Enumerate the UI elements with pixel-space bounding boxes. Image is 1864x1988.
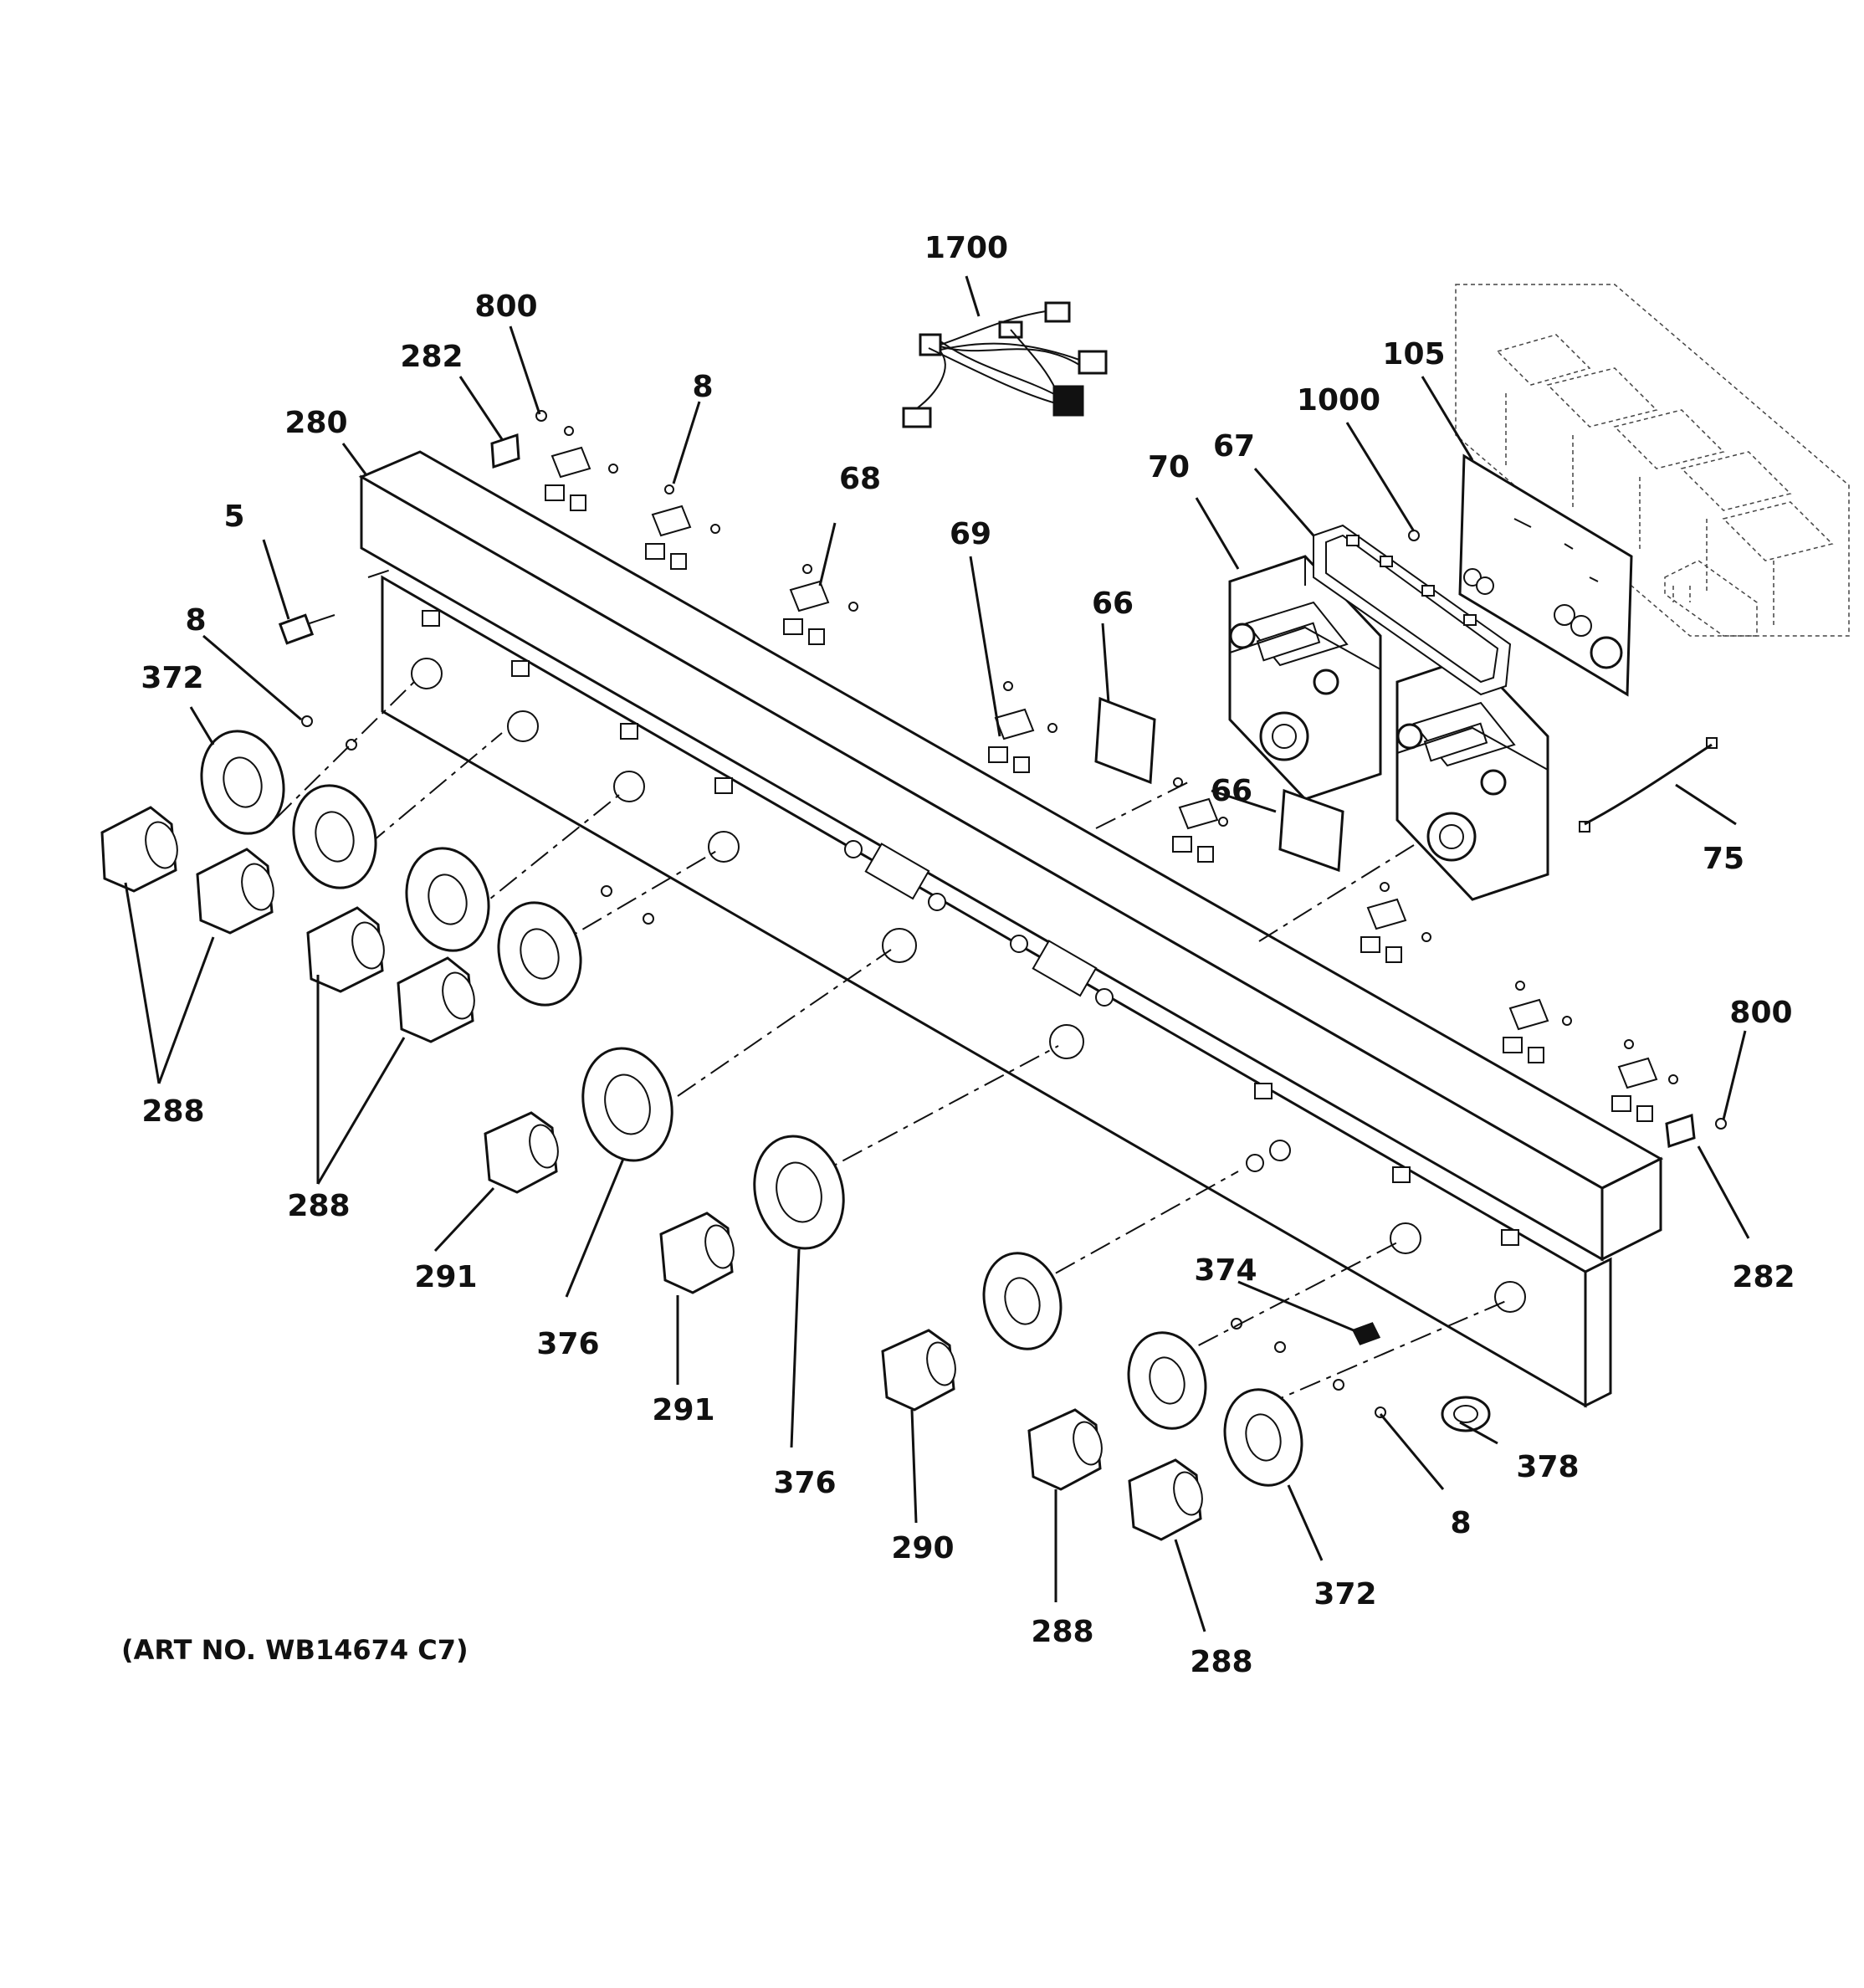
callout-70: 70	[1148, 450, 1190, 484]
plug-378	[1441, 1396, 1491, 1432]
callout-75: 75	[1703, 842, 1744, 876]
bracket-282-right	[1665, 1113, 1696, 1149]
screw-800-right	[1715, 1118, 1727, 1130]
callout-288-b: 288	[287, 1189, 350, 1223]
callout-372-left: 372	[141, 661, 203, 695]
callout-372-right: 372	[1314, 1577, 1376, 1611]
callout-288-a: 288	[141, 1094, 204, 1129]
control-knobs	[100, 806, 1203, 1541]
assembly-lines	[275, 568, 1507, 1406]
panel-markings	[411, 610, 1526, 1313]
callout-66-a: 66	[1092, 587, 1134, 621]
callout-labels: 1700 800 282 8 280 68 105 1000 67 70 5 6…	[121, 231, 1795, 1679]
gasket	[1313, 524, 1512, 696]
control-board	[1458, 453, 1633, 697]
oven-control-unit-lower	[1395, 655, 1549, 901]
callout-8-top: 8	[692, 370, 713, 404]
wire-harness	[902, 301, 1108, 428]
callout-376-a: 376	[536, 1327, 599, 1361]
callout-1000: 1000	[1297, 383, 1380, 418]
callout-800-top: 800	[474, 289, 537, 324]
callout-376-b: 376	[773, 1466, 836, 1500]
callout-291-b: 291	[652, 1393, 714, 1427]
valve-clips	[545, 446, 1658, 1122]
callout-8-right: 8	[1450, 1506, 1471, 1540]
callout-1700: 1700	[924, 231, 1008, 265]
leader-lines	[124, 275, 1750, 1632]
callout-5: 5	[223, 500, 244, 534]
callout-66-b: 66	[1211, 774, 1252, 808]
ghost-oven-assembly	[1455, 284, 1850, 637]
callout-288-c: 288	[1031, 1615, 1093, 1649]
art-number: (ART NO. WB14674 C7)	[121, 1634, 469, 1666]
callout-282-right: 282	[1732, 1260, 1795, 1294]
clip-374	[1351, 1322, 1381, 1345]
callout-282-top: 282	[400, 340, 463, 374]
oven-control-unit-upper	[1228, 555, 1382, 801]
control-panel	[358, 450, 1664, 1408]
display-windows	[1094, 696, 1344, 873]
callout-8-left: 8	[185, 603, 206, 638]
callout-374: 374	[1194, 1253, 1257, 1288]
callout-291-a: 291	[414, 1260, 477, 1294]
callout-378: 378	[1516, 1450, 1579, 1484]
callout-280: 280	[284, 406, 347, 440]
bracket-282-left	[490, 433, 520, 469]
callout-800-right: 800	[1729, 996, 1792, 1030]
callout-288-d: 288	[1190, 1645, 1252, 1679]
wire-75	[1579, 737, 1718, 833]
callout-67: 67	[1213, 429, 1255, 464]
switch-5	[278, 613, 335, 645]
callout-290: 290	[891, 1531, 954, 1565]
callout-105: 105	[1382, 337, 1445, 371]
callout-68: 68	[839, 462, 881, 496]
callout-69: 69	[950, 517, 991, 551]
knob-bezels	[200, 730, 1303, 1487]
